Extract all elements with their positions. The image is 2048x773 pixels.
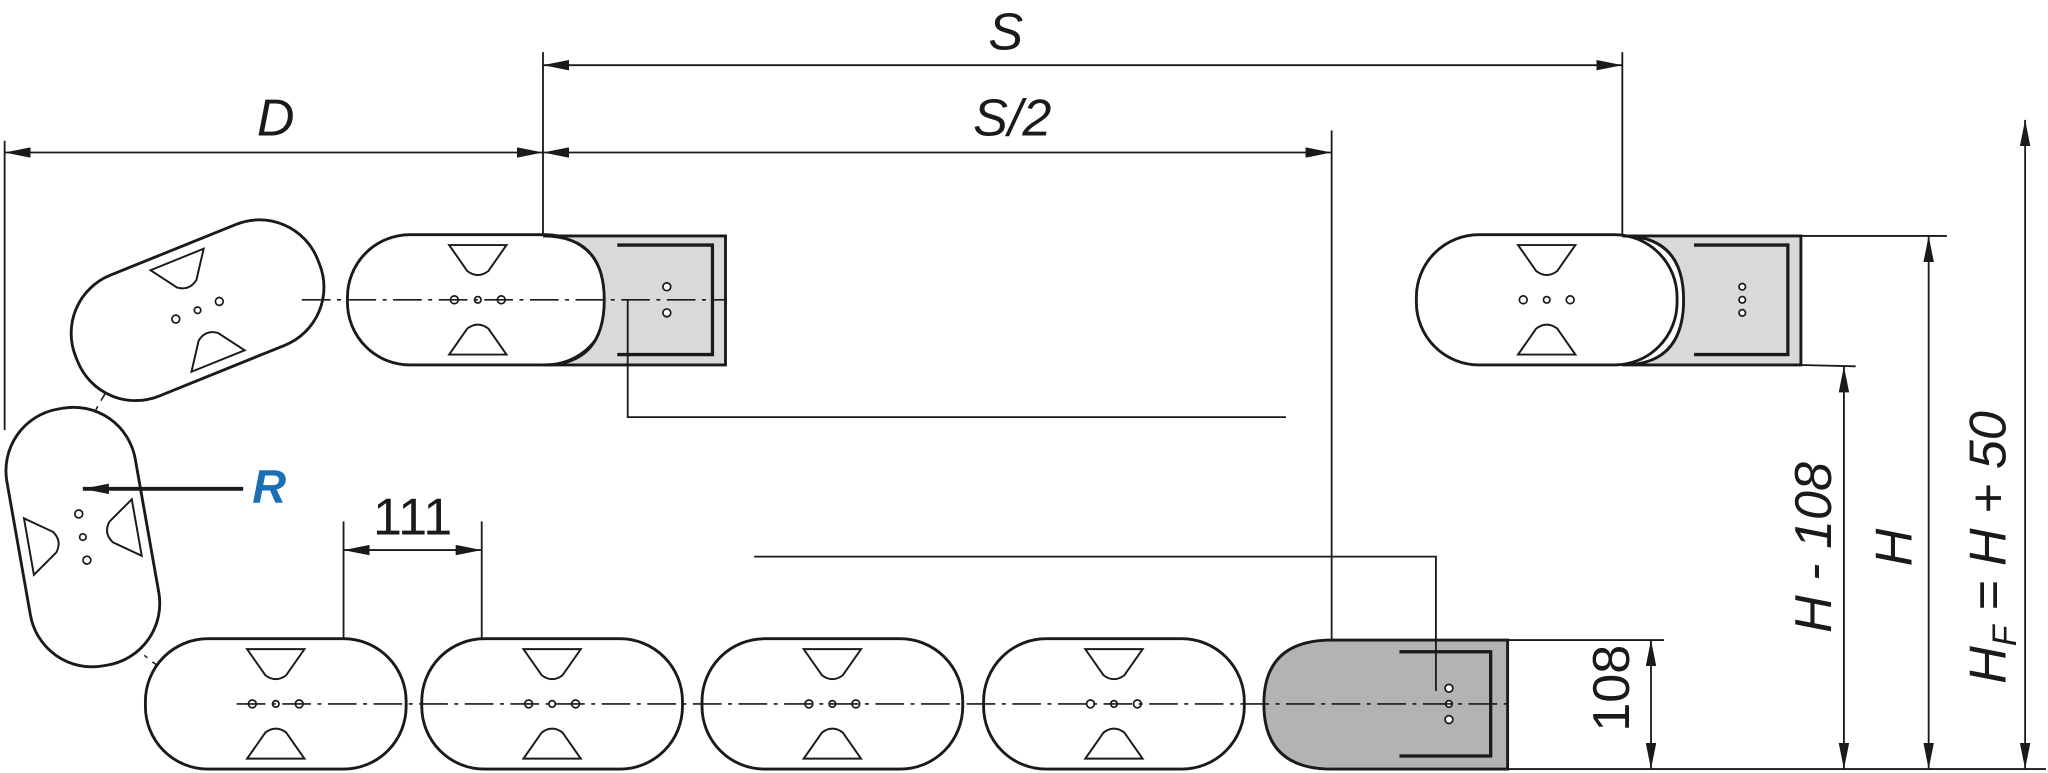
label-d: D	[257, 90, 295, 148]
chain-bend	[0, 199, 345, 679]
chain-link	[50, 199, 345, 421]
label-pitch: 111	[373, 488, 452, 546]
upper-chain	[301, 233, 727, 367]
moving-end-bracket	[1622, 234, 1803, 367]
label-hf: HF = H + 50	[1960, 411, 2024, 684]
leader-line	[626, 299, 1287, 419]
label-h-minus: H - 108	[1785, 462, 1843, 633]
label-s: S	[988, 4, 1023, 62]
label-link-height: 108	[1583, 645, 1641, 732]
label-h: H	[1866, 528, 1924, 566]
label-r: R	[252, 461, 286, 513]
chain-link	[0, 395, 172, 679]
upper-chain-end-position	[1414, 233, 1803, 367]
label-s-half: S/2	[973, 90, 1051, 148]
chain-link	[420, 637, 684, 771]
chain-link	[1414, 233, 1679, 367]
lower-chain	[143, 637, 1510, 771]
leader-line	[754, 555, 1437, 691]
